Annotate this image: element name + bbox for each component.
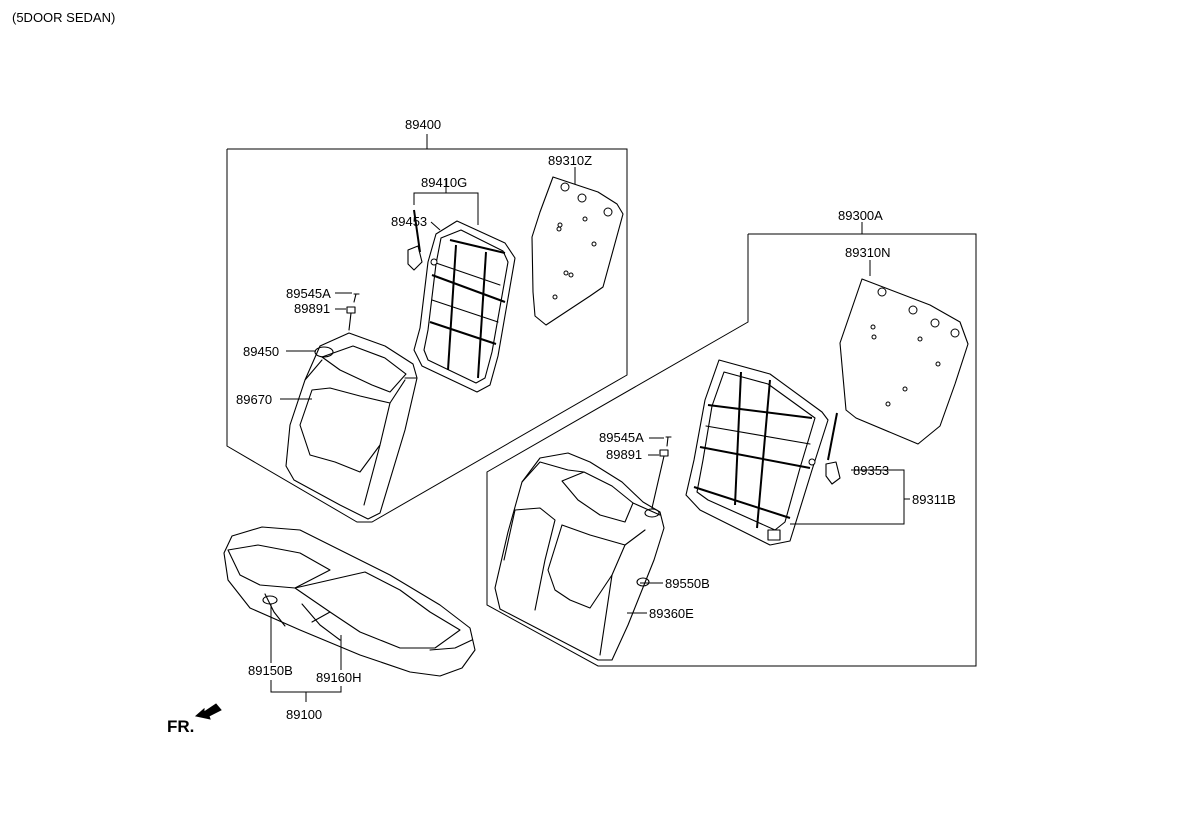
label-89670[interactable]: 89670 [236, 392, 272, 407]
label-89310z[interactable]: 89310Z [548, 153, 592, 168]
variant-note: (5DOOR SEDAN) [12, 10, 115, 25]
latch-89353-right [808, 412, 841, 485]
front-label: FR. [167, 717, 194, 736]
seat-cushion [223, 526, 476, 677]
label-89891-right[interactable]: 89891 [606, 447, 642, 462]
bolt-89545a-left [353, 293, 360, 303]
back-board-89310n [839, 278, 969, 445]
label-89400[interactable]: 89400 [405, 117, 441, 132]
right-assembly-box [486, 222, 977, 667]
label-89410g[interactable]: 89410G [421, 175, 467, 190]
clip-89891-right [651, 449, 669, 509]
label-89150b[interactable]: 89150B [248, 663, 293, 678]
label-89450[interactable]: 89450 [243, 344, 279, 359]
label-89453[interactable]: 89453 [391, 214, 427, 229]
left-assembly-box [226, 134, 628, 523]
label-89353[interactable]: 89353 [853, 463, 889, 478]
label-89891-left[interactable]: 89891 [294, 301, 330, 316]
label-89545a-left[interactable]: 89545A [286, 286, 331, 301]
back-board-89310z [531, 176, 624, 326]
label-89360e[interactable]: 89360E [649, 606, 694, 621]
back-frame-89311b [685, 359, 829, 546]
label-89100[interactable]: 89100 [286, 707, 322, 722]
back-cushion-right [494, 452, 665, 661]
latch-89453-left [407, 209, 438, 271]
label-89545a-right[interactable]: 89545A [599, 430, 644, 445]
back-cushion-left [285, 332, 418, 520]
label-89311b[interactable]: 89311B [912, 492, 956, 507]
label-89300a[interactable]: 89300A [838, 208, 883, 223]
label-89550b[interactable]: 89550B [665, 576, 710, 591]
front-arrow-icon [194, 703, 222, 720]
label-89310n[interactable]: 89310N [845, 245, 891, 260]
clip-89891-left [346, 306, 356, 331]
bolt-89545a-right [665, 436, 672, 447]
back-frame-89410g [413, 220, 516, 393]
label-89160h[interactable]: 89160H [316, 670, 362, 685]
